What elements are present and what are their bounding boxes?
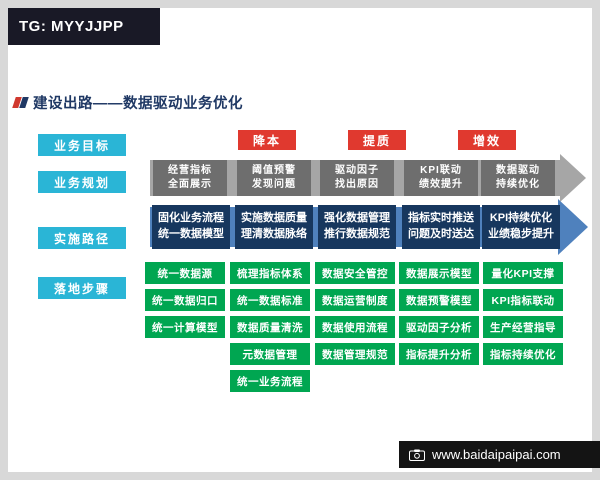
- path-box-line2: 问题及时送达: [408, 228, 474, 240]
- step-cell: 数据质量清洗: [230, 316, 310, 338]
- step-cell: 数据安全管控: [315, 262, 395, 284]
- path-arrow-head-icon: [558, 199, 588, 255]
- footer-url: www.baidaipaipai.com: [432, 447, 561, 462]
- planning-box-line2: 持续优化: [496, 179, 540, 190]
- goal-box: 降本: [238, 130, 296, 150]
- planning-box: 阈值预警 发现问题: [237, 160, 311, 196]
- path-box-line2: 推行数据规范: [324, 228, 390, 240]
- footer-watermark-bar: www.baidaipaipai.com: [399, 441, 600, 468]
- planning-box-line1: 经营指标: [168, 165, 212, 176]
- title-bullet-icon: [12, 97, 29, 108]
- title-row: 建设出路——数据驱动业务优化: [12, 92, 243, 113]
- path-box: 指标实时推送 问题及时送达: [402, 205, 480, 249]
- step-cell: 统一业务流程: [230, 370, 310, 392]
- step-cell: 数据展示模型: [399, 262, 479, 284]
- step-cell: 数据预警模型: [399, 289, 479, 311]
- path-box-line2: 业绩稳步提升: [488, 228, 554, 240]
- planning-box-line1: 阈值预警: [252, 165, 296, 176]
- planning-box-line2: 全面展示: [168, 179, 212, 190]
- planning-box: 驱动因子 找出原因: [320, 160, 394, 196]
- row-label-landing-steps: 落地步骤: [38, 277, 126, 299]
- path-box-line2: 统一数据模型: [158, 228, 224, 240]
- step-cell: 数据使用流程: [315, 316, 395, 338]
- step-cell: 指标持续优化: [483, 343, 563, 365]
- camera-icon: [409, 449, 425, 461]
- planning-box: KPI联动 绩效提升: [404, 160, 478, 196]
- step-cell: 数据运营制度: [315, 289, 395, 311]
- planning-box-line1: 数据驱动: [496, 165, 540, 176]
- path-box-line1: 指标实时推送: [408, 212, 474, 225]
- planning-box-line1: 驱动因子: [335, 165, 379, 176]
- step-cell: 驱动因子分析: [399, 316, 479, 338]
- goal-box: 增效: [458, 130, 516, 150]
- planning-box-line2: 找出原因: [335, 179, 379, 190]
- path-box-line1: 强化数据管理: [324, 212, 390, 225]
- path-box-line1: 实施数据质量: [241, 212, 307, 225]
- step-cell: 指标提升分析: [399, 343, 479, 365]
- path-box: 实施数据质量 理清数据脉络: [235, 205, 313, 249]
- page-title: 建设出路——数据驱动业务优化: [33, 96, 243, 112]
- row-label-business-planning: 业务规划: [38, 171, 126, 193]
- step-cell: 统一数据源: [145, 262, 225, 284]
- goal-box: 提质: [348, 130, 406, 150]
- path-box-line1: KPI持续优化: [489, 212, 553, 225]
- step-cell: 生产经营指导: [483, 316, 563, 338]
- row-label-business-goals: 业务目标: [38, 134, 126, 156]
- path-box: 强化数据管理 推行数据规范: [318, 205, 396, 249]
- path-box: KPI持续优化 业绩稳步提升: [482, 205, 560, 249]
- planning-box: 数据驱动 持续优化: [481, 160, 555, 196]
- watermark-badge: TG: MYYJJPP: [8, 8, 160, 45]
- step-cell: 统一数据归口: [145, 289, 225, 311]
- step-cell: 梳理指标体系: [230, 262, 310, 284]
- step-cell: 统一计算模型: [145, 316, 225, 338]
- planning-box-line2: 发现问题: [252, 179, 296, 190]
- step-cell: 量化KPI支撑: [483, 262, 563, 284]
- planning-box-line1: KPI联动: [420, 165, 462, 176]
- planning-arrow-head-icon: [560, 154, 586, 202]
- step-cell: 数据管理规范: [315, 343, 395, 365]
- path-box-line2: 理清数据脉络: [241, 228, 307, 240]
- slide: TG: MYYJJPP 建设出路——数据驱动业务优化 业务目标 业务规划 实施路…: [8, 8, 592, 472]
- path-box: 固化业务流程 统一数据模型: [152, 205, 230, 249]
- row-label-implementation-path: 实施路径: [38, 227, 126, 249]
- path-box-line1: 固化业务流程: [158, 212, 224, 225]
- planning-box: 经营指标 全面展示: [153, 160, 227, 196]
- step-cell: 统一数据标准: [230, 289, 310, 311]
- step-cell: 元数据管理: [230, 343, 310, 365]
- planning-box-line2: 绩效提升: [419, 179, 463, 190]
- step-cell: KPI指标联动: [483, 289, 563, 311]
